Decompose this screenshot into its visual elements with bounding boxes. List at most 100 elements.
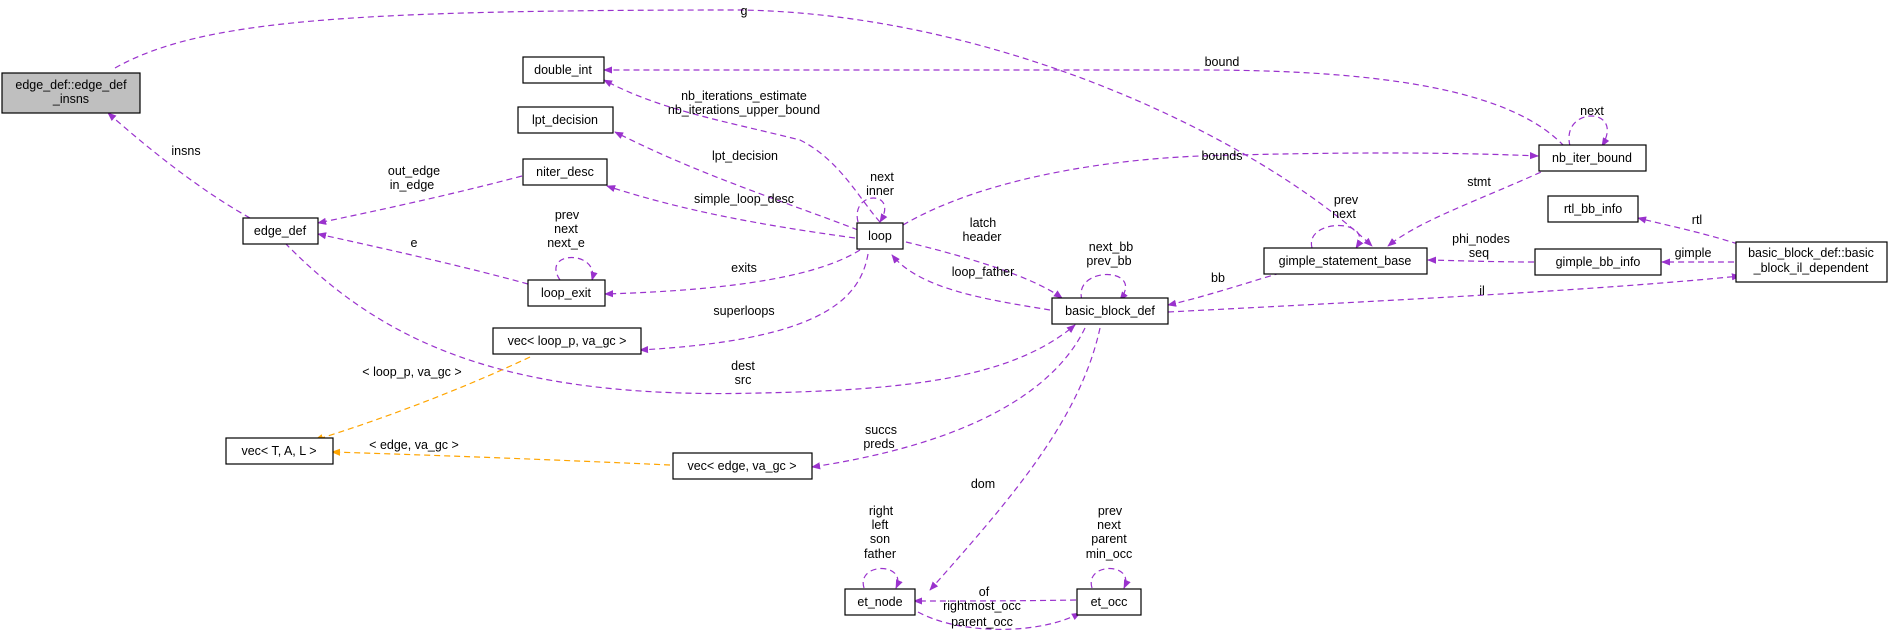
edge-label-stmt: stmt [1467,175,1491,189]
node-label-line: niter_desc [536,165,594,179]
edge-rtl [1637,216,1739,245]
edge-loop-exit-self [555,256,598,281]
label-line: next [554,222,578,236]
node-label-line: vec< T, A, L > [241,444,316,458]
node-label-line: _block_il_dependent [1753,261,1869,275]
label-line: min_occ [1086,547,1133,561]
svg-text:loop: loop [868,229,892,243]
label-line: in_edge [390,178,435,192]
node-label-line: edge_def [254,224,307,238]
node-niter-desc[interactable]: niter_desc [522,158,608,186]
label-line: rightmost_occ [943,599,1021,613]
label-line: right [869,504,894,518]
edge-gsb-self [1310,224,1364,249]
edge-label-edge-template: < edge, va_gc > [369,438,459,452]
label-line: dest [731,359,755,373]
node-gimple-statement-base[interactable]: gimple_statement_base [1263,247,1428,275]
edge-label-lpt-decision: lpt_decision [712,149,778,163]
svg-text:loop_exit: loop_exit [541,286,592,300]
edge-label-parent-occ: parent_occ [951,615,1013,629]
node-et-node[interactable]: et_node [844,588,916,616]
node-basic-block-def[interactable]: basic_block_def [1051,297,1169,325]
label-line: nb_iterations_upper_bound [668,103,820,117]
node-label-line: double_int [534,63,592,77]
node-rtl-bb-info[interactable]: rtl_bb_info [1547,195,1639,223]
edge-label-exits: exits [731,261,757,275]
node-vec-loop-p[interactable]: vec< loop_p, va_gc > [492,327,642,355]
node-edge-def[interactable]: edge_def [242,217,319,245]
edge-exits [604,249,861,298]
svg-text:edge_def: edge_def [254,224,307,238]
label-line: seq [1469,246,1489,260]
node-label-line: gimple_bb_info [1556,255,1641,269]
label-line: loop_father [952,265,1015,279]
label-line: of [979,585,990,599]
label-line: out_edge [388,164,440,178]
edge-label-loop-p-template: < loop_p, va_gc > [362,365,461,379]
edge-phi-seq [1427,256,1535,264]
label-line: prev [1098,504,1123,518]
node-bb-il-dependent[interactable]: basic_block_def::basic_block_il_dependen… [1735,241,1888,283]
label-line: simple_loop_desc [694,192,794,206]
label-line: src [735,373,752,387]
svg-text:gimple_statement_base: gimple_statement_base [1279,254,1412,268]
edge-et-node-self [862,568,903,589]
label-line: prev_bb [1086,254,1131,268]
label-line: preds [863,437,894,451]
node-vec-edge[interactable]: vec< edge, va_gc > [672,452,813,480]
svg-text:vec< T, A, L >: vec< T, A, L > [241,444,316,458]
node-vec-t[interactable]: vec< T, A, L > [225,437,334,465]
edge-e [317,232,529,285]
node-lpt-decision[interactable]: lpt_decision [517,106,614,134]
label-line: prev [1334,193,1359,207]
label-line: stmt [1467,175,1491,189]
edge-label-insns: insns [171,144,200,158]
edge-latch-header [905,241,1063,299]
node-loop[interactable]: loop [856,222,904,250]
edge-out-in-edge [317,175,523,225]
node-nb-iter-bound[interactable]: nb_iter_bound [1538,144,1647,172]
edge-bb-self [1080,274,1128,301]
node-label-line: et_occ [1091,595,1128,609]
node-edge-def-insns[interactable]: edge_def::edge_def_insns [1,72,141,114]
label-line: son [870,532,890,546]
edge-label-bb: bb [1211,271,1225,285]
label-line: insns [171,144,200,158]
svg-text:vec< edge, va_gc >: vec< edge, va_gc > [687,459,796,473]
node-gimple-bb-info[interactable]: gimple_bb_info [1534,248,1662,276]
edge-label-bounds: bounds [1201,149,1242,163]
node-label-line: lpt_decision [532,113,598,127]
edge-il [1167,273,1741,313]
svg-text:et_occ: et_occ [1091,595,1128,609]
node-label-line: loop [868,229,892,243]
label-line: next [1580,104,1604,118]
node-label-line: rtl_bb_info [1564,202,1622,216]
edge-of-rightmost [913,597,1077,605]
edge-label-e: e [411,236,418,250]
node-label-line: _insns [52,92,89,106]
edge-label-simple-loop-desc: simple_loop_desc [694,192,794,206]
node-label-line: vec< loop_p, va_gc > [508,334,627,348]
node-et-occ[interactable]: et_occ [1076,588,1142,616]
edge-dest-src [284,242,1076,395]
edge-bounds [902,152,1539,226]
label-line: bound [1205,55,1240,69]
node-double-int[interactable]: double_int [522,56,605,84]
edge-label-dom: dom [971,477,995,491]
edge-g [114,9,1373,247]
label-line: gimple [1675,246,1712,260]
edge-label-superloops: superloops [713,304,774,318]
svg-text:niter_desc: niter_desc [536,165,594,179]
label-line: parent_occ [951,615,1013,629]
svg-text:et_node: et_node [857,595,902,609]
label-line: parent [1091,532,1127,546]
label-line: next [870,170,894,184]
node-loop-exit[interactable]: loop_exit [527,279,606,307]
svg-text:double_int: double_int [534,63,592,77]
